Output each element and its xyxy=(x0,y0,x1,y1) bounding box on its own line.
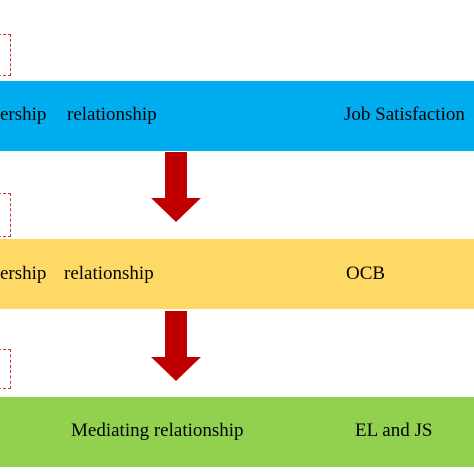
band-ocb: ership relationship OCB xyxy=(0,239,474,309)
dashed-box-2 xyxy=(0,193,11,237)
band-2-middle-text: relationship xyxy=(64,263,154,284)
down-arrow-icon xyxy=(151,311,201,381)
band-2-left-text: ership xyxy=(0,263,47,284)
band-1-left-text: ership xyxy=(0,104,47,125)
band-3-middle-text: Mediating relationship xyxy=(71,420,244,441)
down-arrow-icon xyxy=(151,152,201,222)
band-3-right-text: EL and JS xyxy=(355,420,433,441)
band-1-right-text: Job Satisfaction xyxy=(344,104,465,125)
band-el-and-js: Mediating relationship EL and JS xyxy=(0,397,474,467)
band-job-satisfaction: ership relationship Job Satisfaction xyxy=(0,81,474,151)
band-1-middle-text: relationship xyxy=(67,104,157,125)
dashed-box-3 xyxy=(0,349,11,389)
band-2-right-text: OCB xyxy=(346,263,386,284)
dashed-box-1 xyxy=(0,34,11,76)
